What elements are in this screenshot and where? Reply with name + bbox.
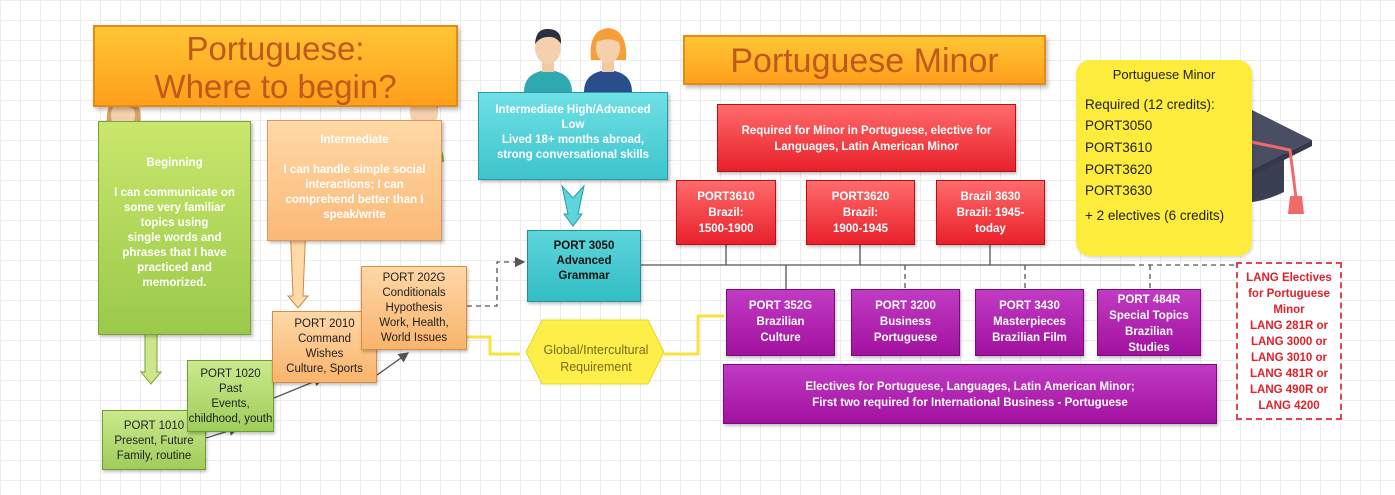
port-484r-box: PORT 484R Special Topics Brazilian Studi… <box>1097 289 1201 356</box>
minor-card-course: PORT3630 <box>1085 183 1153 198</box>
electives-footer-box: Electives for Portuguese, Languages, Lat… <box>723 364 1217 424</box>
lang-electives-box: LANG Electives for Portuguese Minor LANG… <box>1236 262 1342 420</box>
global-requirement-hexagon <box>525 319 665 385</box>
advanced-down-arrow <box>561 184 585 227</box>
required-header-box: Required for Minor in Portuguese, electi… <box>717 104 1016 172</box>
minor-card-course: PORT3610 <box>1085 140 1153 155</box>
global-requirement-label: Global/Intercultural Requirement <box>543 343 649 374</box>
port-2010-box: PORT 2010 Command Wishes Culture, Sports <box>272 311 377 383</box>
brazil-3630-box: Brazil 3630 Brazil: 1945- today <box>936 180 1045 245</box>
solid-connectors <box>641 245 1130 289</box>
port-202g-box: PORT 202G Conditionals Hypothesis Work, … <box>361 266 467 350</box>
minor-card-electives: + 2 electives (6 credits) <box>1085 208 1225 223</box>
dashed-arrow-202g-3050 <box>467 256 526 307</box>
title-where-to-begin: Portuguese: Where to begin? <box>93 25 458 107</box>
woman-figure-icon <box>584 28 632 92</box>
title-left-text: Portuguese: Where to begin? <box>154 30 397 105</box>
man-figure-icon <box>524 28 572 92</box>
yellow-connector-right <box>664 314 724 356</box>
dashed-connectors <box>904 264 1238 289</box>
beginning-card: Beginning I can communicate on some very… <box>98 121 251 335</box>
minor-card-course: PORT3620 <box>1085 162 1153 177</box>
port-1020-box: PORT 1020 Past Events, childhood, youth <box>187 360 274 432</box>
minor-card-required: Required (12 credits): <box>1085 97 1215 112</box>
intermediate-card: Intermediate I can handle simple social … <box>267 120 442 241</box>
advanced-card: Intermediate High/Advanced Low Lived 18+… <box>478 92 668 180</box>
minor-card-title: Portuguese Minor <box>1112 67 1216 82</box>
title-portuguese-minor: Portuguese Minor <box>683 35 1046 85</box>
minor-card-course: PORT3050 <box>1085 118 1153 133</box>
minor-summary-card: Portuguese Minor Required (12 credits): … <box>1076 60 1252 256</box>
port-3620-box: PORT3620 Brazil: 1900-1945 <box>806 180 915 245</box>
port-3200-box: PORT 3200 Business Portuguese <box>851 289 960 356</box>
port-3050-box: PORT 3050 Advanced Grammar <box>527 230 641 302</box>
port-3430-box: PORT 3430 Masterpieces Brazilian Film <box>975 289 1084 356</box>
port-3610-box: PORT3610 Brazil: 1500-1900 <box>676 180 776 245</box>
yellow-connector <box>467 335 520 356</box>
port-352g-box: PORT 352G Brazilian Culture <box>726 289 835 356</box>
